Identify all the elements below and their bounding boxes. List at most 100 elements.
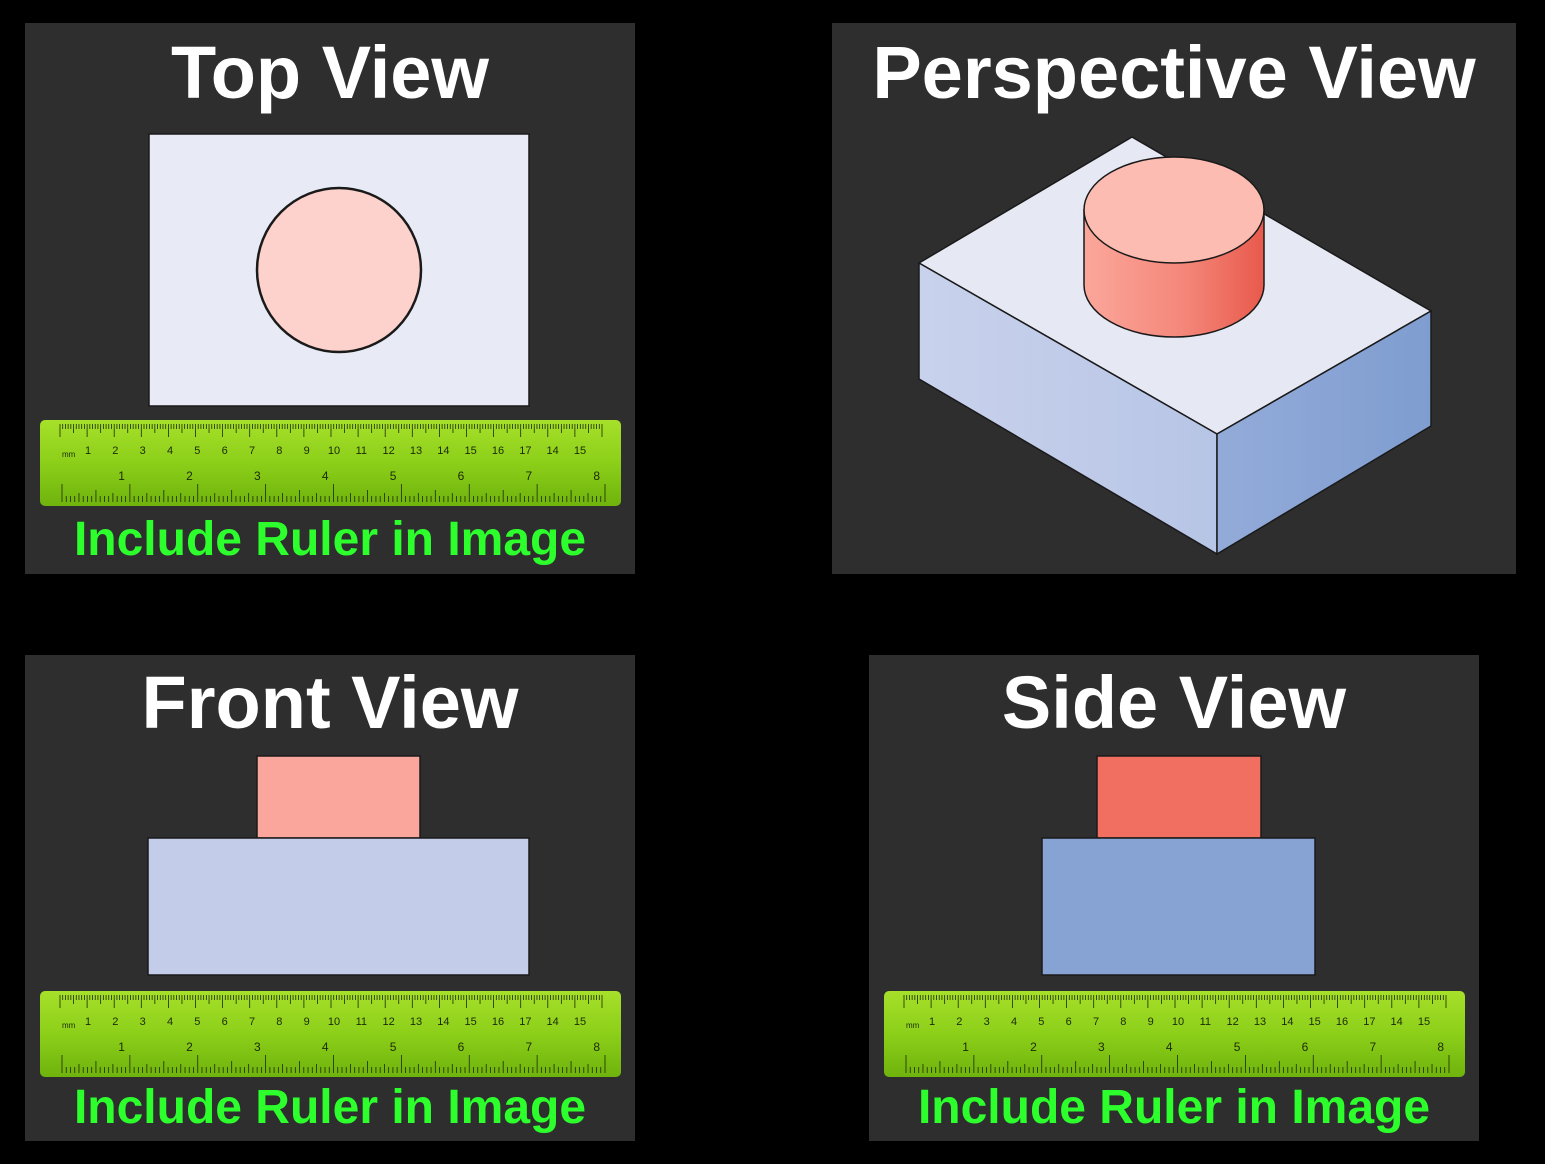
top-view-caption: Include Ruler in Image (73, 513, 587, 566)
ruler-body (884, 991, 1465, 1077)
ruler-upper-number: 11 (356, 445, 367, 457)
ruler-upper-number: 14 (1391, 1016, 1403, 1028)
ruler-lower-number: 2 (186, 1040, 193, 1054)
ruler-upper-number: 14 (547, 1016, 559, 1028)
ruler-upper-number: 12 (1227, 1016, 1239, 1028)
ruler-upper-number: 2 (112, 1016, 118, 1028)
ruler-unit-label: mm (62, 450, 76, 459)
ruler-lower-number: 4 (322, 469, 329, 483)
ruler-upper-number: 3 (140, 445, 146, 457)
cylinder-top-face (255, 186, 423, 354)
ruler-upper-number: 15 (574, 1016, 586, 1028)
ruler-upper-number: 13 (410, 445, 422, 457)
ruler-upper-number: 1 (85, 1016, 91, 1028)
ruler-upper-number: 15 (1309, 1016, 1321, 1028)
ruler-upper-number: 10 (328, 445, 340, 457)
ruler-lower-number: 5 (1234, 1040, 1241, 1054)
cylinder-top-face (1083, 156, 1265, 264)
ruler-lower-number: 1 (118, 1040, 125, 1054)
ruler-upper-number: 15 (465, 445, 477, 457)
box-side-face (1041, 837, 1316, 976)
ruler-upper-number: 7 (1093, 1016, 1099, 1028)
ruler-lower-number: 8 (1437, 1040, 1444, 1054)
ruler-upper-number: 5 (194, 1016, 200, 1028)
ruler-upper-number: 5 (1038, 1016, 1044, 1028)
box-front-face (147, 837, 530, 976)
ruler-upper-number: 9 (304, 445, 310, 457)
ruler-lower-number: 4 (322, 1040, 329, 1054)
ruler-lower-number: 7 (1369, 1040, 1376, 1054)
box-right-face (1216, 309, 1432, 556)
ruler-upper-number: 15 (465, 1016, 477, 1028)
ruler-upper-number: 10 (328, 1016, 340, 1028)
ruler-upper-number: 11 (1200, 1016, 1211, 1028)
ruler-upper-number: 14 (437, 445, 449, 457)
ruler-upper-number: 10 (1172, 1016, 1184, 1028)
ruler-lower-number: 3 (254, 469, 261, 483)
ruler-upper-number: 8 (1120, 1016, 1126, 1028)
ruler-upper-number: 17 (519, 445, 531, 457)
cylinder-front-face (256, 755, 421, 839)
ruler-lower-number: 2 (1030, 1040, 1037, 1054)
ruler-upper-number: 1 (85, 445, 91, 457)
side-view-drawing (1041, 755, 1316, 976)
ruler-upper-number: 2 (112, 445, 118, 457)
perspective-view-panel: Perspective View (832, 23, 1516, 574)
top-view-title: Top View (171, 31, 489, 114)
ruler-upper-number: 7 (249, 445, 255, 457)
ruler-upper-number: 14 (437, 1016, 449, 1028)
ruler-upper-number: 5 (194, 445, 200, 457)
ruler-upper-number: 11 (356, 1016, 367, 1028)
top-view-drawing (148, 133, 530, 407)
perspective-view-drawing (917, 136, 1433, 556)
ruler-upper-number: 12 (383, 1016, 395, 1028)
ruler-lower-number: 3 (254, 1040, 261, 1054)
ruler-upper-number: 4 (167, 1016, 173, 1028)
ruler-lower-number: 6 (458, 469, 465, 483)
side-view-caption: Include Ruler in Image (917, 1081, 1431, 1134)
ruler-upper-number: 3 (140, 1016, 146, 1028)
ruler-lower-number: 2 (186, 469, 193, 483)
ruler-upper-number: 16 (492, 1016, 504, 1028)
ruler-upper-number: 13 (410, 1016, 422, 1028)
ruler-upper-number: 6 (222, 1016, 228, 1028)
ruler-lower-number: 6 (458, 1040, 465, 1054)
ruler-upper-number: 6 (222, 445, 228, 457)
ruler-lower-number: 8 (593, 1040, 600, 1054)
ruler-lower-number: 4 (1166, 1040, 1173, 1054)
front-view-title: Front View (141, 661, 519, 744)
front-view-caption: Include Ruler in Image (73, 1081, 587, 1134)
ruler-lower-number: 7 (525, 469, 532, 483)
ruler-body (40, 420, 621, 506)
side-view-title: Side View (1001, 661, 1347, 744)
ruler-upper-number: 2 (956, 1016, 962, 1028)
ruler-upper-number: 17 (519, 1016, 531, 1028)
ruler-upper-number: 4 (167, 445, 173, 457)
ruler-upper-number: 8 (276, 1016, 282, 1028)
ruler-lower-number: 1 (118, 469, 125, 483)
perspective-view-title: Perspective View (872, 31, 1476, 114)
ruler-lower-number: 6 (1302, 1040, 1309, 1054)
ruler-upper-number: 7 (249, 1016, 255, 1028)
ruler-lower-number: 5 (390, 469, 397, 483)
ruler-upper-number: 14 (547, 445, 559, 457)
ruler-upper-number: 15 (1418, 1016, 1430, 1028)
ruler-body (40, 991, 621, 1077)
ruler-lower-number: 5 (390, 1040, 397, 1054)
ruler-unit-label: mm (62, 1021, 76, 1030)
ruler-upper-number: 9 (304, 1016, 310, 1028)
ruler-upper-number: 1 (929, 1016, 935, 1028)
ruler-upper-number: 3 (984, 1016, 990, 1028)
ruler-lower-number: 8 (593, 469, 600, 483)
ruler-lower-number: 7 (525, 1040, 532, 1054)
ruler-unit-label: mm (906, 1021, 920, 1030)
cylinder-side-face (1096, 755, 1262, 839)
